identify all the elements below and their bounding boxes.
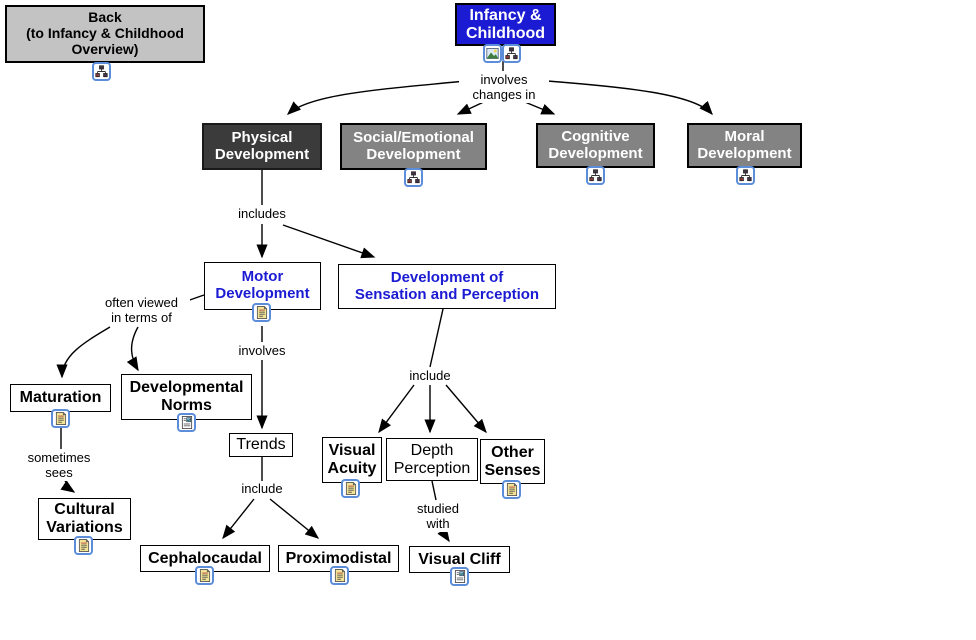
document-glyph <box>78 539 89 552</box>
link-label-involves-changes-in: involves changes in <box>459 72 549 103</box>
link-label-include-senses: include <box>398 368 462 384</box>
document-glyph <box>256 306 267 319</box>
document-glyph <box>199 569 210 582</box>
node-cognitive-development[interactable]: Cognitive Development <box>536 123 655 168</box>
text-document-icon[interactable] <box>252 303 271 322</box>
node-proximodistal[interactable]: Proximodistal <box>278 545 399 572</box>
link-label-studied-with: studied with <box>404 501 472 532</box>
image-document-icon[interactable] <box>177 413 196 432</box>
org-chart-glyph <box>505 47 518 60</box>
document-glyph <box>506 483 517 496</box>
image-icon[interactable] <box>483 44 502 63</box>
text-document-icon[interactable] <box>341 479 360 498</box>
node-other-senses[interactable]: Other Senses <box>480 439 545 484</box>
image-document-icon[interactable] <box>450 567 469 586</box>
org-chart-glyph <box>589 169 602 182</box>
org-chart-glyph <box>95 65 108 78</box>
concept-map-icon[interactable] <box>586 166 605 185</box>
node-cultural-variations[interactable]: Cultural Variations <box>38 498 131 540</box>
org-chart-glyph <box>739 169 752 182</box>
concept-map-icon[interactable] <box>502 44 521 63</box>
node-back[interactable]: Back (to Infancy & Childhood Overview) <box>5 5 205 63</box>
document-with-image-glyph <box>181 416 192 429</box>
node-motor-development[interactable]: Motor Development <box>204 262 321 310</box>
node-social-emotional-development[interactable]: Social/Emotional Development <box>340 123 487 170</box>
node-visual-cliff[interactable]: Visual Cliff <box>409 546 510 573</box>
link-label-include-trends: include <box>230 481 294 497</box>
org-chart-glyph <box>407 171 420 184</box>
text-document-icon[interactable] <box>51 409 70 428</box>
document-glyph <box>55 412 66 425</box>
node-physical-development[interactable]: Physical Development <box>202 123 322 170</box>
node-visual-acuity[interactable]: Visual Acuity <box>322 437 382 483</box>
node-depth-perception[interactable]: Depth Perception <box>386 438 478 481</box>
node-maturation[interactable]: Maturation <box>10 384 111 412</box>
concept-map-icon[interactable] <box>404 168 423 187</box>
text-document-icon[interactable] <box>74 536 93 555</box>
node-sensation-perception[interactable]: Development of Sensation and Perception <box>338 264 556 309</box>
concept-map-icon[interactable] <box>736 166 755 185</box>
text-document-icon[interactable] <box>195 566 214 585</box>
document-with-image-glyph <box>454 570 465 583</box>
document-glyph <box>345 482 356 495</box>
text-document-icon[interactable] <box>330 566 349 585</box>
node-trends[interactable]: Trends <box>229 433 293 457</box>
link-label-often-viewed: often viewed in terms of <box>93 295 190 326</box>
node-moral-development[interactable]: Moral Development <box>687 123 802 168</box>
concept-map-icon[interactable] <box>92 62 111 81</box>
link-label-includes: includes <box>230 206 294 222</box>
picture-glyph <box>486 48 499 59</box>
link-label-involves: involves <box>230 343 294 359</box>
node-developmental-norms[interactable]: Developmental Norms <box>121 374 252 420</box>
node-infancy-childhood[interactable]: Infancy & Childhood <box>455 3 556 46</box>
document-glyph <box>334 569 345 582</box>
text-document-icon[interactable] <box>502 480 521 499</box>
link-label-sometimes-sees: sometimes sees <box>18 450 100 481</box>
